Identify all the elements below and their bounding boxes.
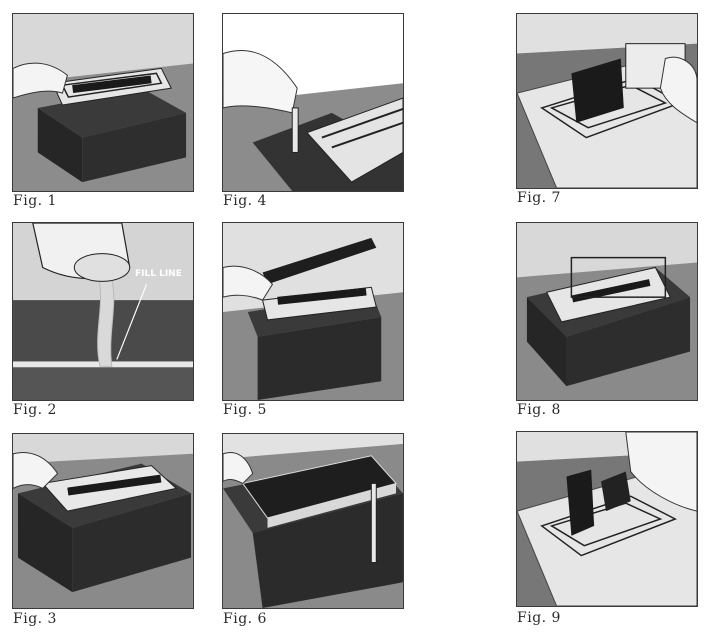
figure-4-caption: Fig. 4 <box>223 193 267 209</box>
figure-6-caption: Fig. 6 <box>223 611 267 627</box>
figure-5-illustration <box>222 222 404 401</box>
figure-7-caption: Fig. 7 <box>517 190 561 206</box>
figure-9-illustration <box>516 431 698 607</box>
pour-fuel-drawing <box>13 223 193 400</box>
figure-6-illustration <box>222 433 404 609</box>
figure-9-caption: Fig. 9 <box>517 610 561 626</box>
remove-clip-drawing <box>223 14 403 191</box>
figure-3-caption: Fig. 3 <box>13 611 57 627</box>
insert-tray-drawing <box>13 434 193 608</box>
extinguish-drawing <box>517 14 697 188</box>
figure-1-caption: Fig. 1 <box>13 193 57 209</box>
figure-7-illustration <box>516 13 698 189</box>
figure-5-caption: Fig. 5 <box>223 402 267 418</box>
figure-2-illustration: FILL LINE <box>12 222 194 401</box>
figure-8-caption: Fig. 8 <box>517 402 561 418</box>
figure-2-caption: Fig. 2 <box>13 402 57 418</box>
insert-burner-drawing <box>13 14 193 191</box>
cover-burner-drawing <box>517 223 697 400</box>
light-burner-drawing <box>223 223 403 400</box>
adjust-flame-drawing <box>223 434 403 608</box>
figure-4-illustration <box>222 13 404 192</box>
figure-8-illustration <box>516 222 698 401</box>
clean-wick-drawing <box>517 432 697 606</box>
figure-3-illustration <box>12 433 194 609</box>
figure-1-illustration <box>12 13 194 192</box>
fill-line-label: FILL LINE <box>135 269 182 279</box>
